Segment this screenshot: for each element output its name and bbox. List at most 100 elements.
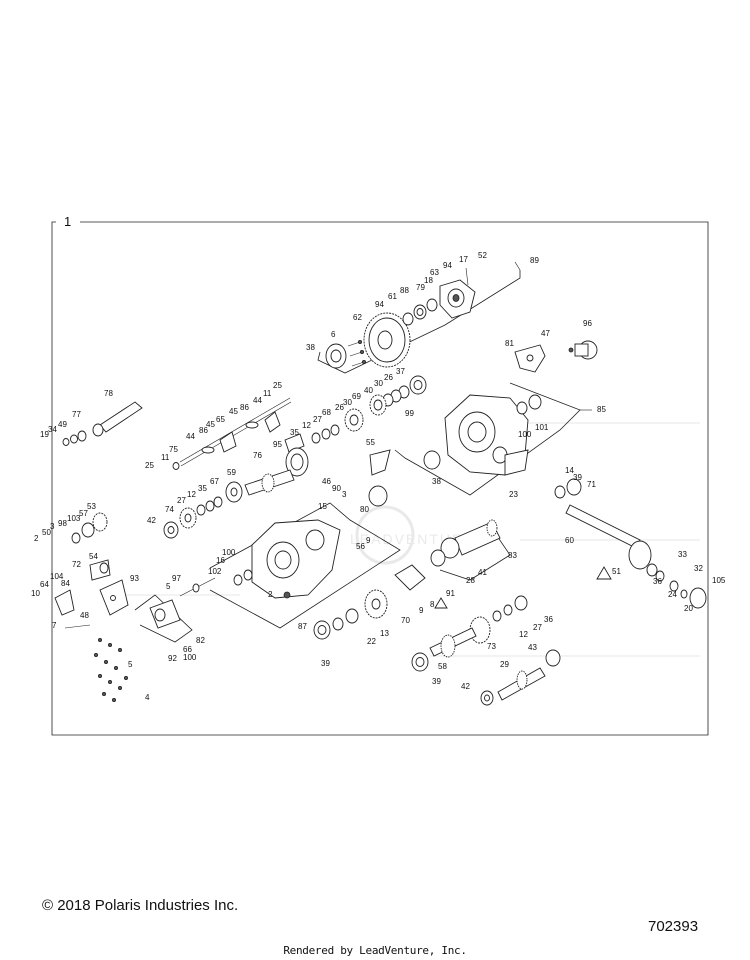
callout-c118: 36 <box>544 615 553 624</box>
callout-c88: 93 <box>130 574 139 583</box>
callout-c114: 100 <box>183 653 197 662</box>
callout-c67: 23 <box>509 490 518 499</box>
part-13-22-rings <box>332 608 359 631</box>
callout-c86: 64 <box>40 580 49 589</box>
callout-c82: 54 <box>89 552 98 561</box>
part-70-gear <box>364 589 388 619</box>
callout-c52: 74 <box>165 505 174 514</box>
part-35-12-27-rings <box>196 496 223 516</box>
callout-c104: 24 <box>668 590 677 599</box>
callout-c39: 30 <box>343 398 352 407</box>
callout-c64: 14 <box>565 466 574 475</box>
callout-layer: 5289179463187988619462638964781787749341… <box>31 251 726 702</box>
callout-c26: 45 <box>229 407 238 416</box>
callout-c27: 65 <box>216 415 225 424</box>
callout-c44: 35 <box>290 428 299 437</box>
part-95-ring <box>284 433 305 453</box>
callout-c110: 39 <box>321 659 330 668</box>
callout-c95: 5 <box>166 582 171 591</box>
part-7-bolt <box>64 624 91 629</box>
callout-c65: 39 <box>573 473 582 482</box>
callout-c98: 8 <box>430 600 435 609</box>
part-87-main-housing <box>251 519 341 599</box>
callout-c69: 53 <box>87 502 96 511</box>
part-49-34-19-rings <box>62 430 87 446</box>
callout-c14: 96 <box>583 319 592 328</box>
part-80-seal <box>368 485 388 507</box>
callout-c125: 29 <box>500 660 509 669</box>
callout-c119: 27 <box>533 623 542 632</box>
part-27-12-35-rings <box>311 424 340 444</box>
callout-c37: 40 <box>364 386 373 395</box>
callout-c35: 26 <box>384 373 393 382</box>
callout-c10: 94 <box>375 300 384 309</box>
callout-c124: 43 <box>528 643 537 652</box>
callout-c15: 47 <box>541 329 550 338</box>
warning-triangle-icon <box>434 566 612 609</box>
callout-c58: 55 <box>366 438 375 447</box>
callout-c93: 102 <box>208 567 222 576</box>
callout-c8: 88 <box>400 286 409 295</box>
frame-label: 1 <box>64 214 71 229</box>
callout-c4: 94 <box>443 261 452 270</box>
callout-c9: 61 <box>388 292 397 301</box>
part-97-102-shaft <box>179 577 216 597</box>
callout-c113: 66 <box>183 645 192 654</box>
callout-c42: 27 <box>313 415 322 424</box>
callout-c109: 22 <box>367 637 376 646</box>
callout-c84: 104 <box>50 572 64 581</box>
callout-c122: 58 <box>438 662 447 671</box>
callout-c79: 83 <box>508 551 517 560</box>
part-93-bracket <box>99 579 129 616</box>
callout-c72: 98 <box>58 519 67 528</box>
callout-c71: 103 <box>67 514 81 523</box>
callout-c96: 2 <box>268 590 273 599</box>
part-39-bearing-lower-left <box>313 620 331 640</box>
callout-c16: 81 <box>505 339 514 348</box>
callout-c25: 86 <box>240 403 249 412</box>
part-38-bearing-top <box>325 343 347 369</box>
part-96-sensor <box>568 340 598 360</box>
part-36-27-12-rings <box>492 595 528 622</box>
part-53-57-gears <box>71 512 108 544</box>
callout-c61: 90 <box>332 484 341 493</box>
callout-c111: 87 <box>298 622 307 631</box>
callout-c102: 36 <box>653 577 662 586</box>
callout-c87: 10 <box>31 589 40 598</box>
part-61-bearing <box>413 304 427 320</box>
callout-c34: 37 <box>396 367 405 376</box>
callout-c43: 12 <box>302 421 311 430</box>
callout-c60: 46 <box>322 477 331 486</box>
callout-c90: 7 <box>52 621 57 630</box>
callout-c53: 42 <box>147 516 156 525</box>
part-67-gear <box>225 481 243 503</box>
part-42-bearing-bottom <box>480 690 494 706</box>
part-64-10-lever <box>54 589 75 616</box>
part-78-shaft <box>92 401 143 437</box>
callout-c78: 9 <box>366 536 371 545</box>
callout-c121: 73 <box>487 642 496 651</box>
part-62-large-gear <box>363 312 411 368</box>
callout-c80: 41 <box>478 568 487 577</box>
part-101-100-seals <box>516 394 542 415</box>
copyright-text: © 2018 Polaris Industries Inc. <box>42 897 239 914</box>
callout-c94: 97 <box>172 574 181 583</box>
callout-c120: 12 <box>519 630 528 639</box>
callout-c3: 17 <box>459 255 468 264</box>
part-81-bracket <box>514 344 546 373</box>
part-60-output-shaft <box>565 504 652 570</box>
part-83-shaft <box>454 519 501 556</box>
callout-c73: 3 <box>50 522 55 531</box>
callout-c1: 52 <box>478 251 487 260</box>
callout-c45: 95 <box>273 440 282 449</box>
callout-c97: 91 <box>446 589 455 598</box>
callout-c51: 27 <box>177 496 186 505</box>
callout-c75: 2 <box>34 534 39 543</box>
callout-c7: 79 <box>416 283 425 292</box>
callout-c74: 50 <box>42 528 51 537</box>
callout-c123: 39 <box>432 677 441 686</box>
callout-c54: 99 <box>405 409 414 418</box>
callout-c29: 86 <box>199 426 208 435</box>
part-38-bearing-right <box>423 450 441 470</box>
